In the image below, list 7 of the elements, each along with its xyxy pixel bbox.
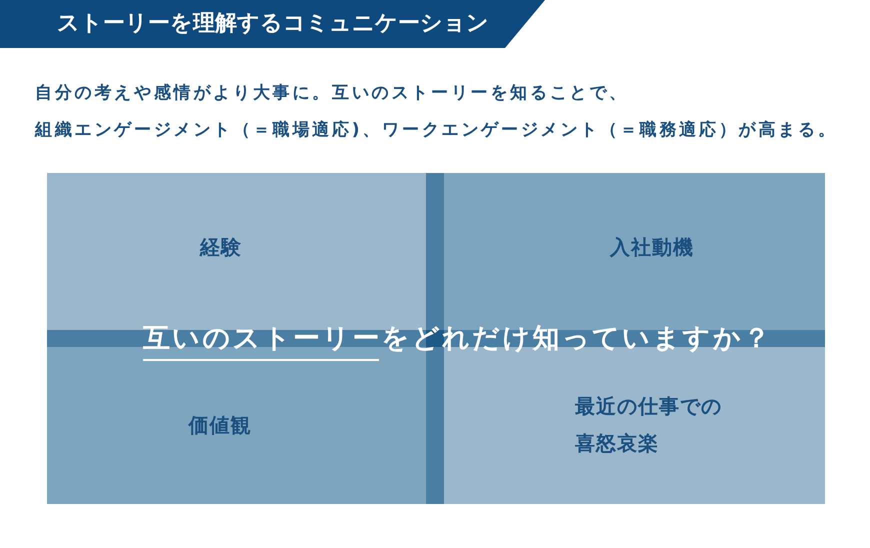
intro-text: 自分の考えや感情がより大事に。互いのストーリーを知ることで、 (35, 82, 629, 105)
intro-text: 組織エンゲージメント（＝職場適応)、ワークエンゲージメント（＝職務適応）が高まる。 (35, 119, 838, 142)
topic-label: 経験 (200, 234, 242, 261)
topic-label: 最近の仕事での喜怒哀楽 (575, 393, 723, 457)
topic-label: 価値観 (188, 412, 252, 439)
title-banner: ストーリーを理解するコミュニケーション (0, 0, 545, 48)
topic-label: 入社動機 (610, 234, 694, 261)
